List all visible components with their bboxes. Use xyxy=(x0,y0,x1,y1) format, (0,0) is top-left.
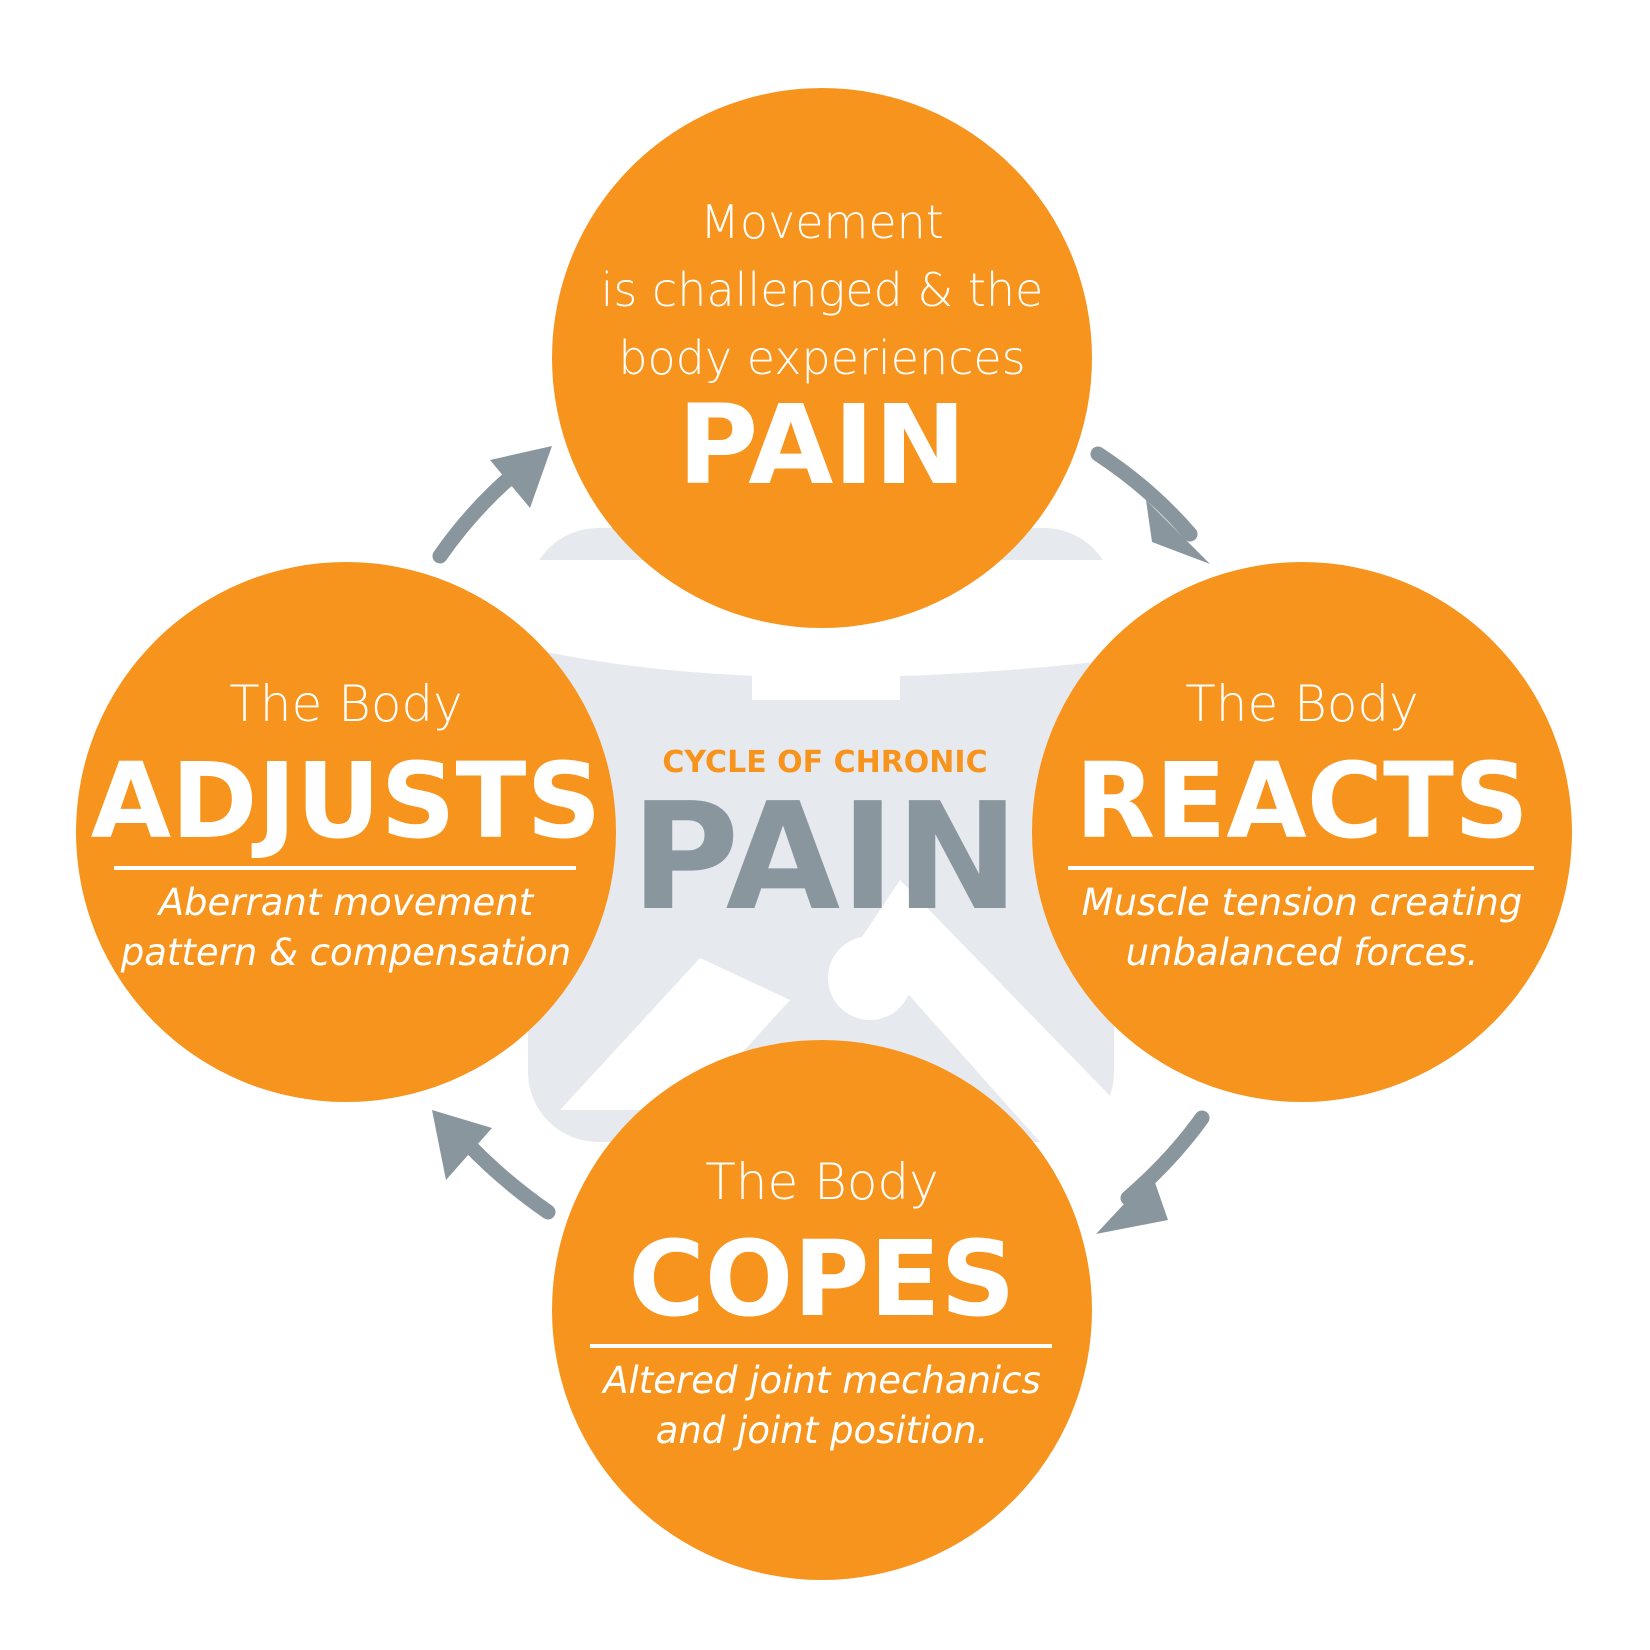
stage-right-intro: The Body xyxy=(1185,675,1419,733)
arrowhead-top-right-icon xyxy=(1146,500,1210,564)
stage-right-desc-line: Muscle tension creating xyxy=(1081,881,1523,924)
arrowhead-top-left-icon xyxy=(490,446,552,508)
stage-right-description: Muscle tension creating unbalanced force… xyxy=(1032,878,1572,978)
circle-left-shape xyxy=(76,562,616,1102)
circle-top-shape xyxy=(552,88,1092,628)
arrow-top-right xyxy=(1090,446,1198,542)
stage-left-desc-line: Aberrant movement xyxy=(158,881,534,924)
arrowhead-bottom-left-icon xyxy=(432,1110,492,1180)
circle-bottom-shape xyxy=(552,1040,1092,1580)
arrowhead-bottom-right-icon xyxy=(1096,1174,1168,1234)
stage-right-key: REACTS xyxy=(1075,740,1529,862)
stage-top-key: PAIN xyxy=(677,381,967,509)
center-title: PAIN xyxy=(630,771,1020,943)
stage-left-description: Aberrant movement pattern & compensation xyxy=(76,878,616,978)
stage-left-intro: The Body xyxy=(229,675,463,733)
arrow-bottom-right xyxy=(1120,1110,1210,1206)
stage-left-adjusts: The Body ADJUSTS Aberrant movement patte… xyxy=(76,562,616,1102)
stage-right-desc-line: unbalanced forces. xyxy=(1125,931,1479,974)
arrow-bottom-left xyxy=(458,1134,556,1220)
stage-bottom-divider xyxy=(590,1344,1052,1348)
stage-right-divider xyxy=(1068,866,1534,870)
stage-left-desc-line: pattern & compensation xyxy=(120,931,572,974)
stage-bottom-description: Altered joint mechanics and joint positi… xyxy=(552,1356,1092,1456)
figure-cutout-leg-left xyxy=(560,958,790,1110)
stage-top-intro-line: body experiences xyxy=(618,331,1026,385)
stage-top-intro: Movement is challenged & the body experi… xyxy=(552,188,1092,392)
stage-right-reacts: The Body REACTS Muscle tension creating … xyxy=(1032,562,1572,1102)
stage-bottom-intro: The Body xyxy=(705,1153,939,1211)
stage-top-intro-line: Movement xyxy=(700,195,944,249)
figure-cutout-leg-right xyxy=(860,880,1114,1142)
arrow-heads xyxy=(432,446,1210,1234)
stage-circles xyxy=(76,88,1572,1580)
stage-bottom-copes: The Body COPES Altered joint mechanics a… xyxy=(552,1040,1092,1580)
cycle-arrows xyxy=(432,446,1210,1220)
center-subtitle: CYCLE OF CHRONIC xyxy=(662,745,988,780)
stage-bottom-desc-line: and joint position. xyxy=(655,1409,989,1452)
stage-top-pain: Movement is challenged & the body experi… xyxy=(552,88,1092,628)
stage-top-intro-line: is challenged & the xyxy=(600,263,1044,317)
figure-cutout-neck xyxy=(752,620,900,700)
stage-bottom-desc-line: Altered joint mechanics xyxy=(603,1359,1041,1402)
circle-right-shape xyxy=(1032,562,1572,1102)
figure-cutout-knee xyxy=(828,936,912,1020)
stage-left-key: ADJUSTS xyxy=(90,740,602,862)
stage-bottom-key: COPES xyxy=(628,1218,1016,1340)
arrow-top-left xyxy=(432,466,522,564)
stage-left-divider xyxy=(114,866,576,870)
